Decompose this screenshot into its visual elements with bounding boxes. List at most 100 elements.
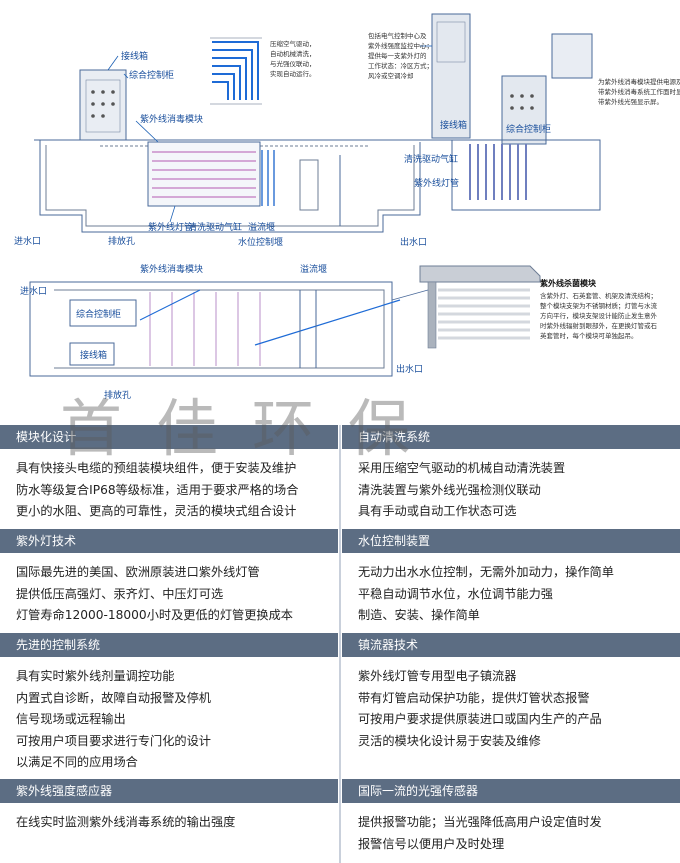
side-callout-2: 为紫外线消毒模块提供电源及控制， 带紫外线消毒系统工作面时显示， 带紫外线光强显… [598,77,680,106]
feature-line: 提供低压高强灯、汞齐灯、中压灯可选 [16,586,224,601]
feature-uv-lamp-tech: 紫外灯技术 国际最先进的美国、欧洲原装进口紫外线灯管 提供低压高强灯、汞齐灯、中… [0,529,338,627]
label-overflow-weir: 溢流堰 [248,221,275,233]
label-uv-lamp: 紫外线灯管 [148,221,193,233]
top-label-inlet: 进水口 [20,285,47,297]
front-callout-line: 压缩空气驱动， [270,39,316,48]
side-view: 包括电气控制中心及 紫外线强度监控中心； 提供每一支紫外灯的 工作状态：冷区方式… [368,13,680,211]
feature-line: 灯管寿命12000-18000小时及更低的灯管更换成本 [16,608,293,622]
feature-line: 制造、安装、操作简单 [358,608,480,622]
feature-title: 镇流器技术 [342,633,680,657]
front-view: 接线箱 综合控制柜 紫外线消毒模块 紫外线灯管 清洗驱动气缸 溢流堰 水位控制堰… [14,37,430,248]
feature-title: 紫外线强度感应器 [0,779,338,803]
uv-system-diagram: 接线箱 综合控制柜 紫外线消毒模块 紫外线灯管 清洗驱动气缸 溢流堰 水位控制堰… [0,0,680,425]
feature-uv-sensor: 紫外线强度感应器 在线实时监测紫外线消毒系统的输出强度 [0,779,338,834]
top-view: 紫外线消毒模块 溢流堰 进水口 综合控制柜 接线箱 排放孔 出水口 [20,263,423,401]
feature-line: 更小的水阻、更高的可靠性，灵活的模块式组合设计 [16,504,297,518]
feature-body: 采用压缩空气驱动的机械自动清洗装置 清洗装置与紫外线光强检测仪联动 具有手动或自… [342,449,680,523]
feature-line: 具有实时紫外线剂量调控功能 [16,669,175,683]
feature-line: 防水等级复合IP68等级标准，适用于要求严格的场合 [16,482,299,497]
feature-body: 具有快接头电缆的预组装模块组件，便于安装及维护 防水等级复合IP68等级标准，适… [0,449,338,523]
top-label-outlet: 出水口 [396,363,423,375]
module-callout-line: 整个模块支架为不锈钢材质；灯管与水流 [540,301,658,310]
top-label-junction-box: 接线箱 [80,349,107,361]
feature-row: 模块化设计 具有快接头电缆的预组装模块组件，便于安装及维护 防水等级复合IP68… [0,425,680,529]
feature-line: 紫外线灯管专用型电子镇流器 [358,669,517,683]
feature-body: 具有实时紫外线剂量调控功能 内置式自诊断，故障自动报警及停机 信号现场或远程输出… [0,657,338,774]
top-label-overflow-weir: 溢流堰 [300,263,327,275]
feature-body: 无动力出水水位控制，无需外加动力，操作简单 平稳自动调节水位，水位调节能力强 制… [342,553,680,627]
feature-line: 在线实时监测紫外线消毒系统的输出强度 [16,815,236,829]
label-clean-cylinder: 清洗驱动气缸 [188,221,242,233]
feature-line: 可按用户要求提供原装进口或国内生产的产品 [358,712,602,726]
side-callout-line: 提供每一支紫外灯的 [368,51,427,60]
side-callout-line: 风冷或空调冷却 [368,71,414,80]
side-callout-line: 包括电气控制中心及 [368,31,427,40]
side-callout-line: 紫外线强度监控中心； [368,41,433,50]
module-callout-line: 英套管时，每个模块可单独起吊。 [540,331,638,340]
front-callout-line: 实现自动运行。 [270,69,316,78]
module-callout-title: 紫外线杀菌模块 [540,278,597,288]
feature-control-system: 先进的控制系统 具有实时紫外线剂量调控功能 内置式自诊断，故障自动报警及停机 信… [0,633,338,774]
feature-body: 在线实时监测紫外线消毒系统的输出强度 [0,803,338,834]
label-level-weir: 水位控制堰 [238,236,283,248]
feature-line: 国际最先进的美国、欧洲原装进口紫外线灯管 [16,565,260,579]
front-callout-line: 与光强仪联动， [270,59,316,68]
feature-line: 灵活的模块化设计易于安装及维修 [358,733,541,748]
feature-title: 水位控制装置 [342,529,680,553]
feature-line: 内置式自诊断，故障自动报警及停机 [16,690,211,705]
side-callout2-line: 为紫外线消毒模块提供电源及控制， [598,77,680,86]
feature-row: 紫外灯技术 国际最先进的美国、欧洲原装进口紫外线灯管 提供低压高强灯、汞齐灯、中… [0,529,680,633]
feature-line: 具有手动或自动工作状态可选 [358,504,517,518]
feature-line: 具有快接头电缆的预组装模块组件，便于安装及维护 [16,461,297,475]
feature-line: 带有灯管启动保护功能，提供灯管状态报警 [358,690,590,705]
label-junction-box: 接线箱 [121,50,148,62]
feature-line: 可按用户项目要求进行专门化的设计 [16,733,211,748]
label-inlet: 进水口 [14,235,41,247]
feature-row: 紫外线强度感应器 在线实时监测紫外线消毒系统的输出强度 国际一流的光强传感器 提… [0,779,680,863]
module-callout-line: 时紫外线辐射到眼部外，在更换灯管或石 [540,321,658,330]
feature-row: 先进的控制系统 具有实时紫外线剂量调控功能 内置式自诊断，故障自动报警及停机 信… [0,633,680,779]
label-outlet: 出水口 [400,236,427,248]
feature-line: 平稳自动调节水位，水位调节能力强 [358,586,553,601]
front-callout-line: 自动机械清洗， [270,49,316,58]
module-callout-line: 含紫外灯、石英套管、机架及清洗结构； [540,291,657,300]
feature-ballast: 镇流器技术 紫外线灯管专用型电子镇流器 带有灯管启动保护功能，提供灯管状态报警 … [342,633,680,752]
feature-title: 国际一流的光强传感器 [342,779,680,803]
module-callout-line: 方向平行，模块支架设计能防止发生意外 [540,311,658,320]
label-uv-module: 紫外线消毒模块 [140,113,203,125]
feature-line: 以满足不同的应用场合 [16,755,138,769]
feature-body: 紫外线灯管专用型电子镇流器 带有灯管启动保护功能，提供灯管状态报警 可按用户要求… [342,657,680,752]
side-callout: 包括电气控制中心及 紫外线强度监控中心； 提供每一支紫外灯的 工作状态：冷区方式… [368,31,433,80]
feature-title: 模块化设计 [0,425,338,449]
feature-line: 清洗装置与紫外线光强检测仪联动 [358,482,541,497]
side-label-clean-cylinder: 清洗驱动气缸 [404,153,458,165]
side-callout2-line: 带紫外线光强显示屏。 [598,97,663,106]
side-label-junction-box: 接线箱 [440,119,467,131]
feature-title: 紫外灯技术 [0,529,338,553]
feature-line: 无动力出水水位控制，无需外加动力，操作简单 [358,565,614,579]
feature-auto-cleaning: 自动清洗系统 采用压缩空气驱动的机械自动清洗装置 清洗装置与紫外线光强检测仪联动… [342,425,680,523]
uv-module-illustration: 紫外线杀菌模块 含紫外灯、石英套管、机架及清洗结构； 整个模块支架为不锈钢材质；… [391,265,658,349]
label-drain: 排放孔 [108,235,135,247]
front-callout: 压缩空气驱动， 自动机械清洗， 与光强仪联动， 实现自动运行。 [270,39,316,78]
side-callout-line: 工作状态：冷区方式； [368,61,433,70]
feature-line: 采用压缩空气驱动的机械自动清洗装置 [358,461,566,475]
feature-line: 信号现场或远程输出 [16,712,126,726]
side-label-uv-lamp: 紫外线灯管 [414,177,459,189]
diagram-canvas: 接线箱 综合控制柜 紫外线消毒模块 紫外线灯管 清洗驱动气缸 溢流堰 水位控制堰… [14,13,680,401]
feature-title: 先进的控制系统 [0,633,338,657]
feature-light-sensor: 国际一流的光强传感器 提供报警功能；当光强降低高用户设定值时发 报警信号以便用户… [342,779,680,855]
side-callout2-line: 带紫外线消毒系统工作面时显示， [598,87,680,96]
feature-line: 报警信号以便用户及时处理 [358,836,505,851]
top-label-control-cabinet: 综合控制柜 [76,308,121,320]
feature-body: 国际最先进的美国、欧洲原装进口紫外线灯管 提供低压高强灯、汞齐灯、中压灯可选 灯… [0,553,338,627]
top-label-drain: 排放孔 [104,389,131,401]
column-divider [339,425,341,863]
label-control-cabinet: 综合控制柜 [129,69,174,81]
side-label-control-cabinet: 综合控制柜 [506,123,551,135]
top-label-uv-module: 紫外线消毒模块 [140,263,203,275]
feature-modular-design: 模块化设计 具有快接头电缆的预组装模块组件，便于安装及维护 防水等级复合IP68… [0,425,338,523]
feature-body: 提供报警功能；当光强降低高用户设定值时发 报警信号以便用户及时处理 [342,803,680,855]
feature-title: 自动清洗系统 [342,425,680,449]
feature-grid: 模块化设计 具有快接头电缆的预组装模块组件，便于安装及维护 防水等级复合IP68… [0,425,680,863]
